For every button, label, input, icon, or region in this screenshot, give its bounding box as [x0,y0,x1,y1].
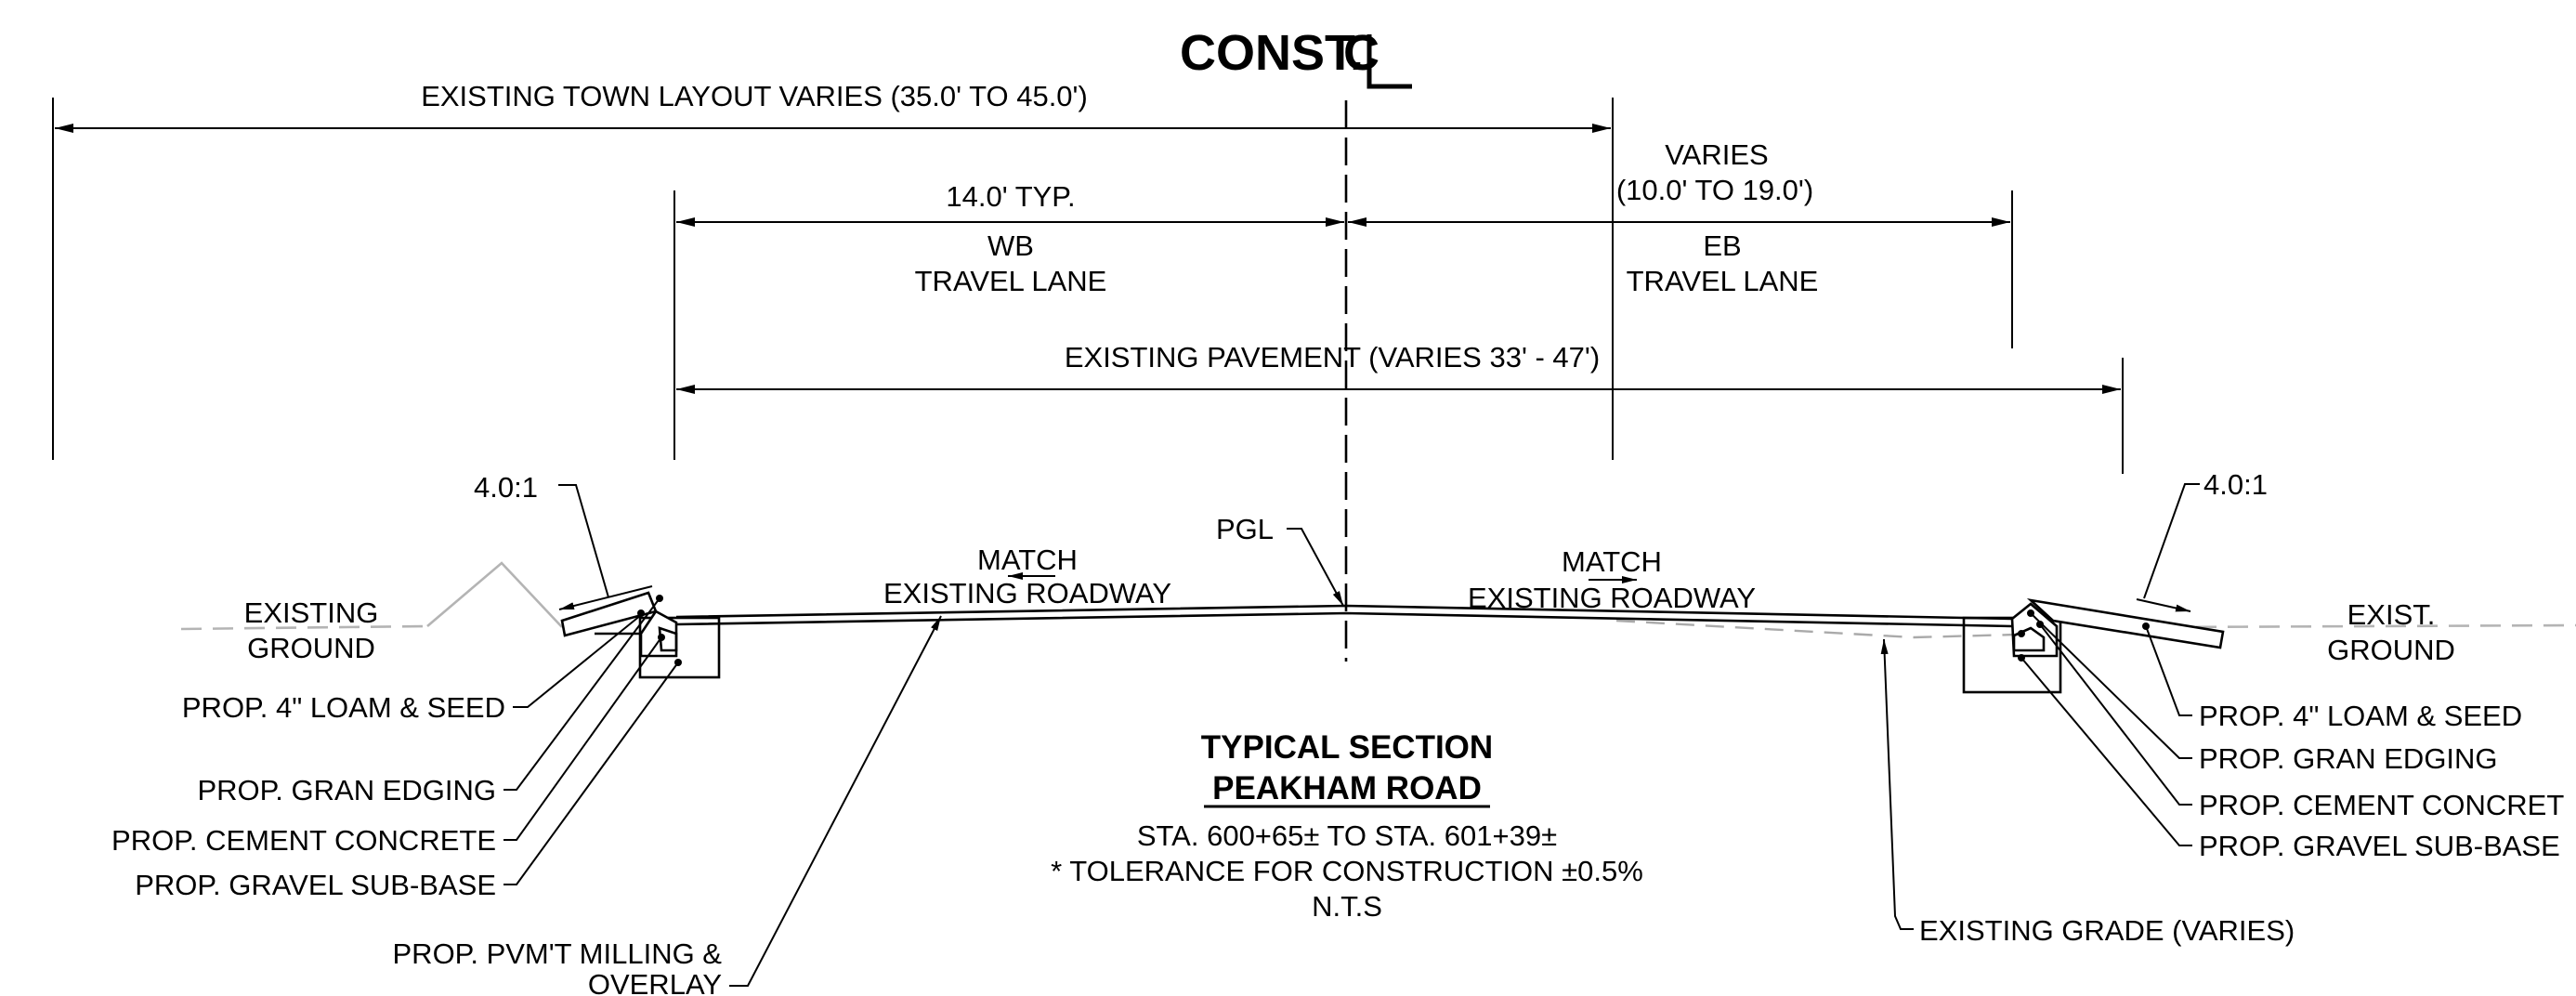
callout-right-grade: EXISTING GRADE (VARIES) [1919,914,2295,947]
right-curb-detail [1962,598,2225,694]
svg-text:C: C [1343,25,1380,81]
callout-left-concrete: PROP. CEMENT CONCRETE [111,824,496,857]
slope-right-label: 4.0:1 [2203,468,2268,501]
leader-right-edging [2030,612,2192,759]
roadway-pavement [675,604,2013,628]
centerline-icon: C [1343,25,1412,89]
section-road-name: PEAKHAM ROAD [1212,770,1482,806]
left-curb-detail [560,591,721,679]
section-station: STA. 600+65± TO STA. 601+39± [1137,819,1557,852]
match-right-line2: EXISTING ROADWAY [1468,582,1756,614]
section-scale: N.T.S [1312,890,1382,923]
leader-left-concrete [503,636,662,841]
wb-lane-label-line1: WB [987,229,1034,262]
leader-right-grade [1880,638,1914,930]
callout-left-edging: PROP. GRAN EDGING [197,774,496,806]
existing-ground-left-line2: GROUND [247,632,375,664]
match-left-line1: MATCH [977,544,1078,576]
callout-left-milling-line2: OVERLAY [588,968,722,996]
pgl-leader [1287,528,1344,607]
slope-left-leader [558,484,609,598]
eb-lane-label-line2: TRAVEL LANE [1627,265,1819,297]
existing-ground-left [180,561,563,631]
existing-ground-right-line2: GROUND [2327,634,2455,666]
existing-pavement-label: EXISTING PAVEMENT (VARIES 33' - 47') [1065,341,1600,374]
callout-left-gravel: PROP. GRAVEL SUB-BASE [135,869,496,901]
callout-right-concrete: PROP. CEMENT CONCRET [2199,789,2564,821]
const-centerline-label: CONST. [1180,25,1364,81]
leader-left-gravel [503,662,679,885]
match-left-line2: EXISTING ROADWAY [883,577,1171,609]
existing-grade-line [1615,619,2017,639]
slope-right-arrow [2136,598,2191,612]
section-title: TYPICAL SECTION [1201,729,1493,766]
wb-width-label: 14.0' TYP. [946,180,1075,213]
town-layout-label: EXISTING TOWN LAYOUT VARIES (35.0' TO 45… [421,80,1088,112]
pgl-label: PGL [1216,513,1274,545]
existing-ground-right [2164,623,2576,629]
callout-left-milling-line1: PROP. PVM'T MILLING & [393,937,723,970]
match-right-line1: MATCH [1562,545,1662,578]
callout-left-loam: PROP. 4" LOAM & SEED [182,691,505,724]
existing-ground-right-line1: EXIST. [2347,598,2436,631]
callout-right-gravel: PROP. GRAVEL SUB-BASE [2199,830,2560,862]
leader-left-milling [729,615,942,987]
callout-right-loam: PROP. 4" LOAM & SEED [2199,700,2522,732]
existing-ground-left-line1: EXISTING [244,596,379,629]
slope-right-leader [2143,483,2200,599]
leader-left-edging [503,597,660,791]
leader-right-concrete [2039,623,2192,806]
slope-left-arrow [558,585,653,610]
callout-right-edging: PROP. GRAN EDGING [2199,742,2498,775]
varies-label-line1: VARIES [1665,138,1768,171]
leader-right-loam [2145,625,2192,716]
eb-lane-label-line1: EB [1703,229,1741,262]
leader-left-loam [513,614,642,708]
varies-label-line2: (10.0' TO 19.0') [1616,174,1813,206]
leader-right-gravel [2020,657,2192,846]
extension-lines [52,98,2124,474]
wb-lane-label-line2: TRAVEL LANE [915,265,1107,297]
slope-left-label: 4.0:1 [474,471,538,504]
section-tolerance: * TOLERANCE FOR CONSTRUCTION ±0.5% [1051,855,1643,887]
